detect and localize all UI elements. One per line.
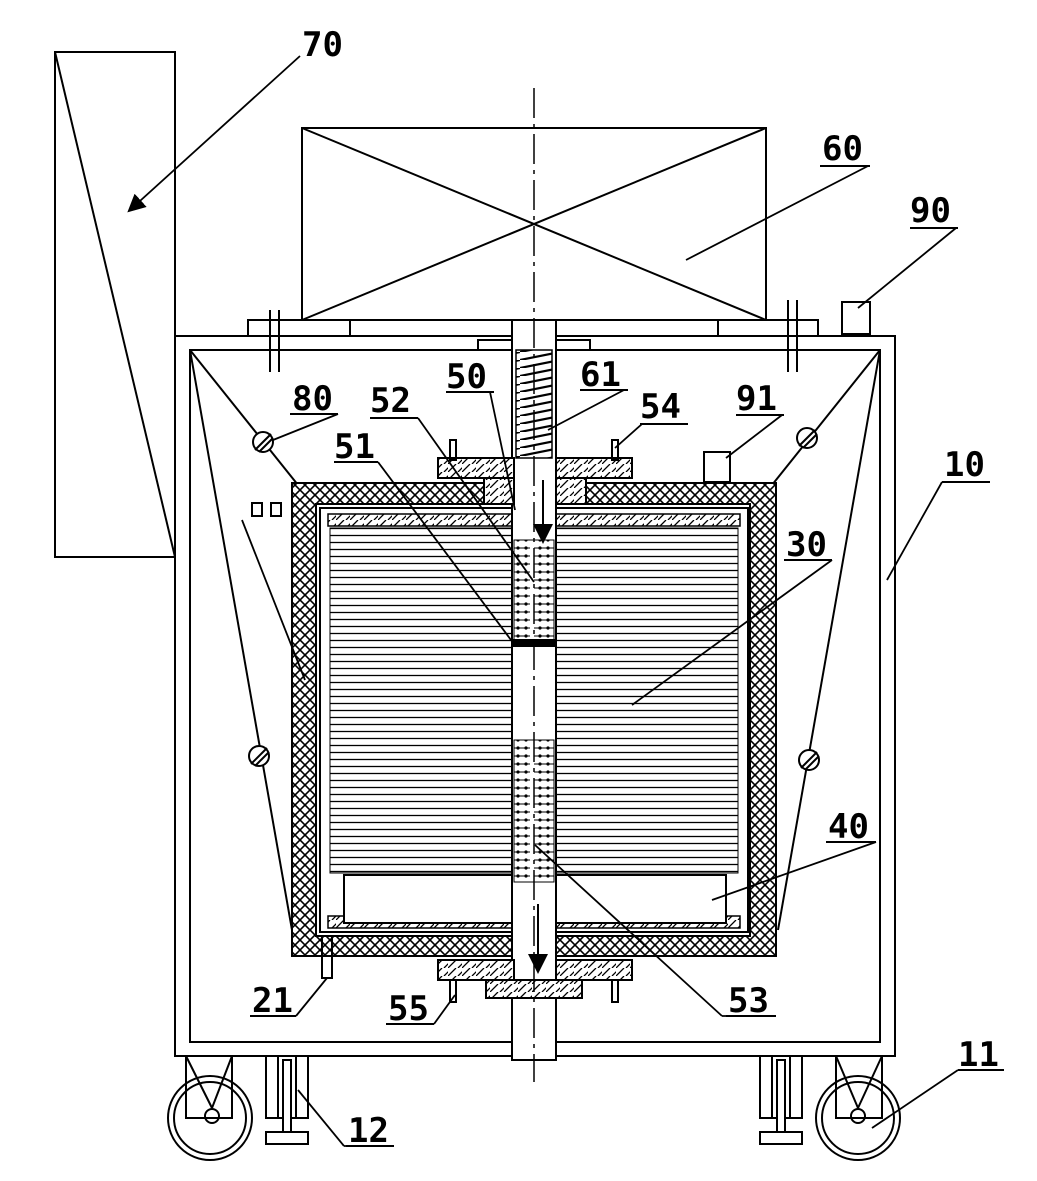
label-54: 54 (640, 387, 681, 427)
label-50: 50 (446, 357, 487, 397)
label-10: 10 (944, 445, 985, 485)
tank-30 (319, 507, 749, 933)
label-91: 91 (736, 379, 777, 419)
leveling-feet-12 (265, 1055, 803, 1145)
support-bolts-80 (248, 427, 820, 771)
label-61: 61 (580, 355, 621, 395)
label-55: 55 (388, 989, 429, 1029)
label-53: 53 (728, 981, 769, 1021)
label-40: 40 (828, 807, 869, 847)
label-90: 90 (910, 191, 951, 231)
label-12: 12 (348, 1111, 389, 1151)
label-70: 70 (302, 25, 343, 65)
label-52: 52 (370, 381, 411, 421)
reference-labels: 70 60 90 80 52 50 61 54 91 51 10 30 40 2… (252, 25, 999, 1151)
label-11: 11 (958, 1035, 999, 1075)
wheels-11 (167, 1055, 901, 1161)
side-cabinet-70 (54, 51, 176, 558)
label-80: 80 (292, 379, 333, 419)
label-51: 51 (334, 427, 375, 467)
label-21: 21 (252, 981, 293, 1021)
label-30: 30 (786, 525, 827, 565)
sensor-91 (703, 451, 731, 483)
label-60: 60 (822, 129, 863, 169)
indicator-squares (251, 502, 282, 517)
port-90 (841, 301, 871, 335)
label-underlines (250, 165, 1004, 1147)
